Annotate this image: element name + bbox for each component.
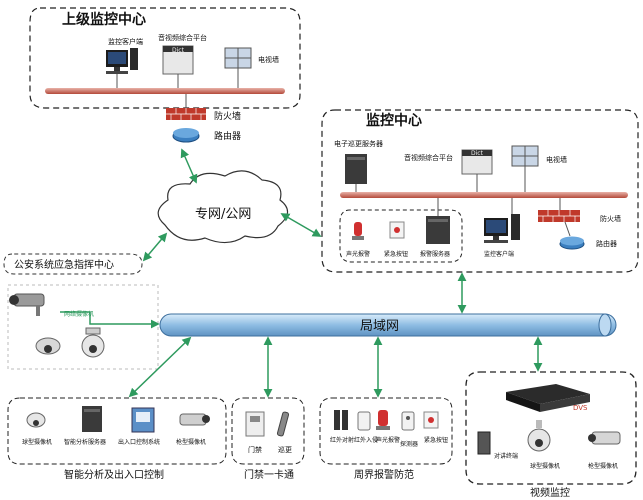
monitor-router-icon [559,221,585,250]
alarm-subgroup-box [339,209,463,263]
monitor-firewall-icon [538,198,580,222]
video-group: DVS 对讲终端 球型摄像机 枪型摄像机 [465,371,637,485]
connection-links [60,148,543,398]
monitor-router-label: 路由器 [596,239,617,248]
smart-group: 球型摄像机 智能分析服务器 出入口控制系统 枪型摄像机 [7,397,227,465]
upper-router-icon [172,128,200,143]
upper-tvwall-label: 电视墙 [258,55,279,64]
monitor-tvwall-label: 电视墙 [546,155,567,164]
smart-title: 智能分析及出入口控制 [64,468,164,481]
infrared-beam-icon [334,410,348,430]
dome-camera-icon [35,337,61,355]
patrol-wand-icon [276,411,290,437]
video-bullet-camera-icon [588,431,621,445]
access-title: 门禁一卡通 [244,468,294,481]
patrol-server-icon [345,154,367,192]
upper-client-label: 监控客户端 [108,37,143,46]
perimeter-emergency-button-icon [423,411,439,429]
monitor-platform-label: 音视频综合平台 [404,153,453,162]
upper-bus [45,88,285,94]
cloud-label: 专网/公网 [195,207,251,222]
perimeter-group: 红外对射 红外入侵 声光报警 探测器 紧急按钮 [319,397,453,465]
monitor-center-title: 监控中心 [366,112,422,129]
upper-firewall-label: 防火墙 [214,110,241,122]
link-lan-smart [128,336,192,398]
monitor-bus [340,192,628,198]
upper-client-pc-icon [106,48,138,88]
network-camera-group: 网络摄像机 [7,284,159,370]
cloud-icon [157,170,289,244]
perimeter-title: 周界报警防范 [354,468,414,481]
perimeter-item-4: 紧急按钮 [424,436,448,444]
bullet-camera-icon [9,293,45,316]
emergency-button-icon [389,221,405,239]
upper-platform-brand: Dict [172,47,185,54]
ptz-camera-icon [81,327,105,358]
video-item-0: 对讲终端 [494,452,518,460]
smart-bullet-camera-icon [179,413,210,426]
alarm-server-icon [426,198,450,244]
sound-alarm-label: 声光报警 [346,250,370,258]
intercom-terminal-icon [477,431,491,455]
video-dome-camera-icon [527,420,551,452]
upper-tvwall-icon [224,47,252,88]
lan-label: 局域网 [360,319,399,334]
upper-center-box: 监控客户端 音视频综合平台 Dict 电视墙 防火墙 路由器 [29,7,301,143]
detector-icon [401,411,415,431]
access-item-1: 巡更 [278,445,292,454]
alarm-server-label: 报警服务器 [420,250,450,258]
monitor-client-pc-icon [484,198,520,243]
video-item-1: 球型摄像机 [530,462,560,470]
monitor-client-label: 监控客户端 [484,250,514,258]
perimeter-sound-alarm-icon [376,410,390,430]
dvs-device-icon [506,384,590,412]
monitor-firewall-label: 防火墙 [600,214,621,223]
link-upper-cloud [180,148,198,184]
sound-alarm-icon [352,222,364,240]
network-camera-label: 网络摄像机 [64,310,94,318]
upper-platform-icon [162,45,194,88]
upper-firewall-icon [166,94,206,120]
monitor-platform-icon [461,149,493,192]
door-access-icon [245,411,265,437]
infrared-intrusion-icon [357,411,371,431]
smart-item-0: 球型摄像机 [22,438,52,446]
smart-item-2: 出入口控制系统 [118,438,160,446]
access-item-0: 门禁 [248,445,262,454]
emergency-button-label: 紧急按钮 [384,250,408,258]
monitor-center-box: 电子巡更服务器 音视频综合平台 Dict 电视墙 声光报警 紧急按钮 [321,109,639,273]
link-camera-lan [60,311,160,329]
smart-server-icon [82,406,102,432]
access-control-system-icon [131,407,155,433]
monitor-platform-brand: Dict [471,150,484,157]
smart-item-3: 枪型摄像机 [176,438,206,446]
monitor-tvwall-icon [511,145,539,192]
video-item-2: 枪型摄像机 [588,462,618,470]
perimeter-item-3: 探测器 [400,440,418,448]
link-cloud-public [142,232,168,262]
upper-router-label: 路由器 [214,130,241,142]
smart-dome-camera-icon [26,412,46,428]
smart-item-1: 智能分析服务器 [64,438,106,446]
upper-platform-label: 音视频综合平台 [158,33,207,42]
video-title: 视频监控 [530,486,570,499]
perimeter-item-2: 声光报警 [376,436,400,444]
perimeter-item-1: 红外入侵 [354,436,378,444]
perimeter-item-0: 红外对射 [330,436,354,444]
link-cloud-monitor [280,213,322,237]
upper-center-title: 上级监控中心 [62,11,146,28]
public-security-label: 公安系统应急指挥中心 [14,258,114,271]
dvs-label: DVS [573,404,588,412]
access-group: 门禁 巡更 [231,397,305,465]
lan-pipe [159,313,617,337]
patrol-server-label: 电子巡更服务器 [334,139,383,148]
public-security-box [3,253,143,275]
